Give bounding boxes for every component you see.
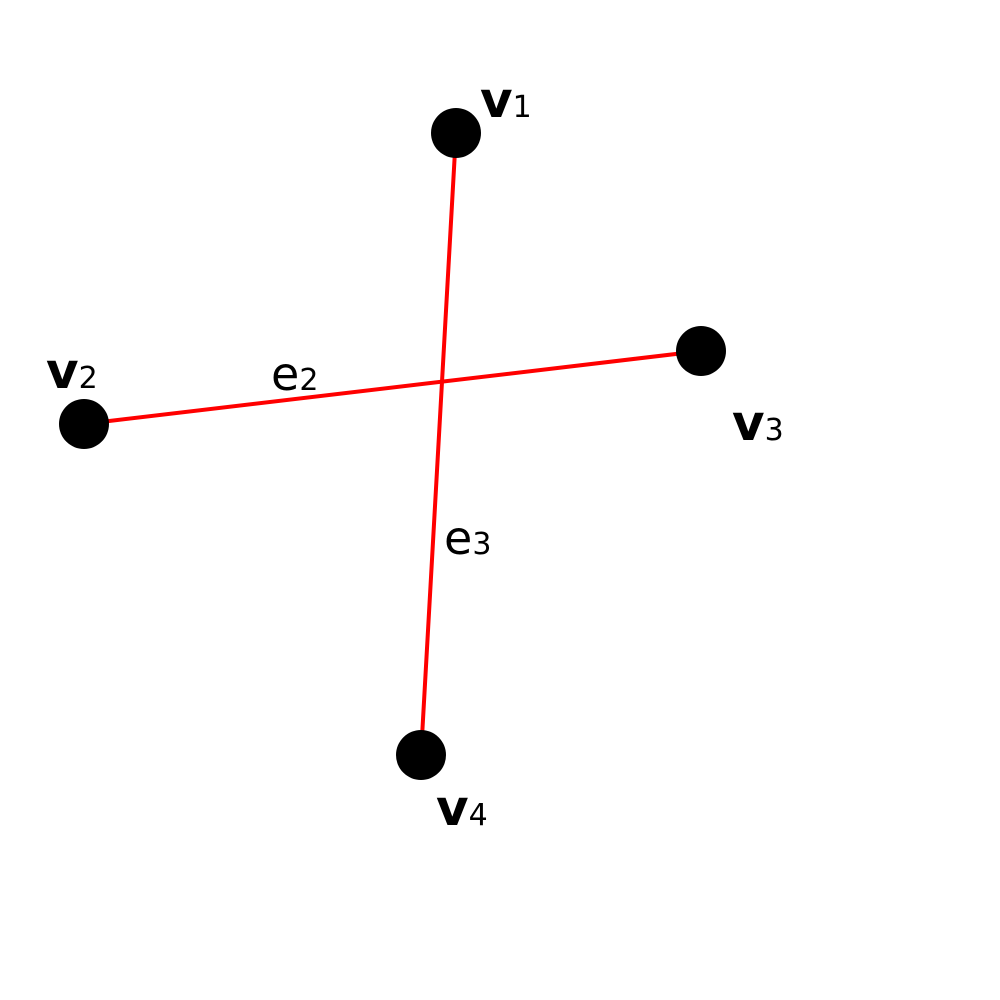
edge-label-e2: e2 xyxy=(271,347,318,401)
edges-layer xyxy=(82,131,703,757)
vertices-layer xyxy=(59,108,726,780)
vertex-labels: v1 v2 v3 v4 xyxy=(46,71,784,837)
edge-labels: e2 e3 xyxy=(271,347,491,565)
vertex-label-v4: v4 xyxy=(436,779,488,837)
vertex-label-v1: v1 xyxy=(480,71,532,129)
vertex-v1 xyxy=(431,108,481,158)
edge-e3 xyxy=(419,131,458,757)
vertex-v2 xyxy=(59,399,109,449)
vertex-v3 xyxy=(676,326,726,376)
edge-e2 xyxy=(82,349,703,426)
vertex-v4 xyxy=(396,730,446,780)
vertex-label-v2: v2 xyxy=(46,342,98,400)
edge-label-e3: e3 xyxy=(444,511,491,565)
vertex-label-v3: v3 xyxy=(732,394,784,452)
